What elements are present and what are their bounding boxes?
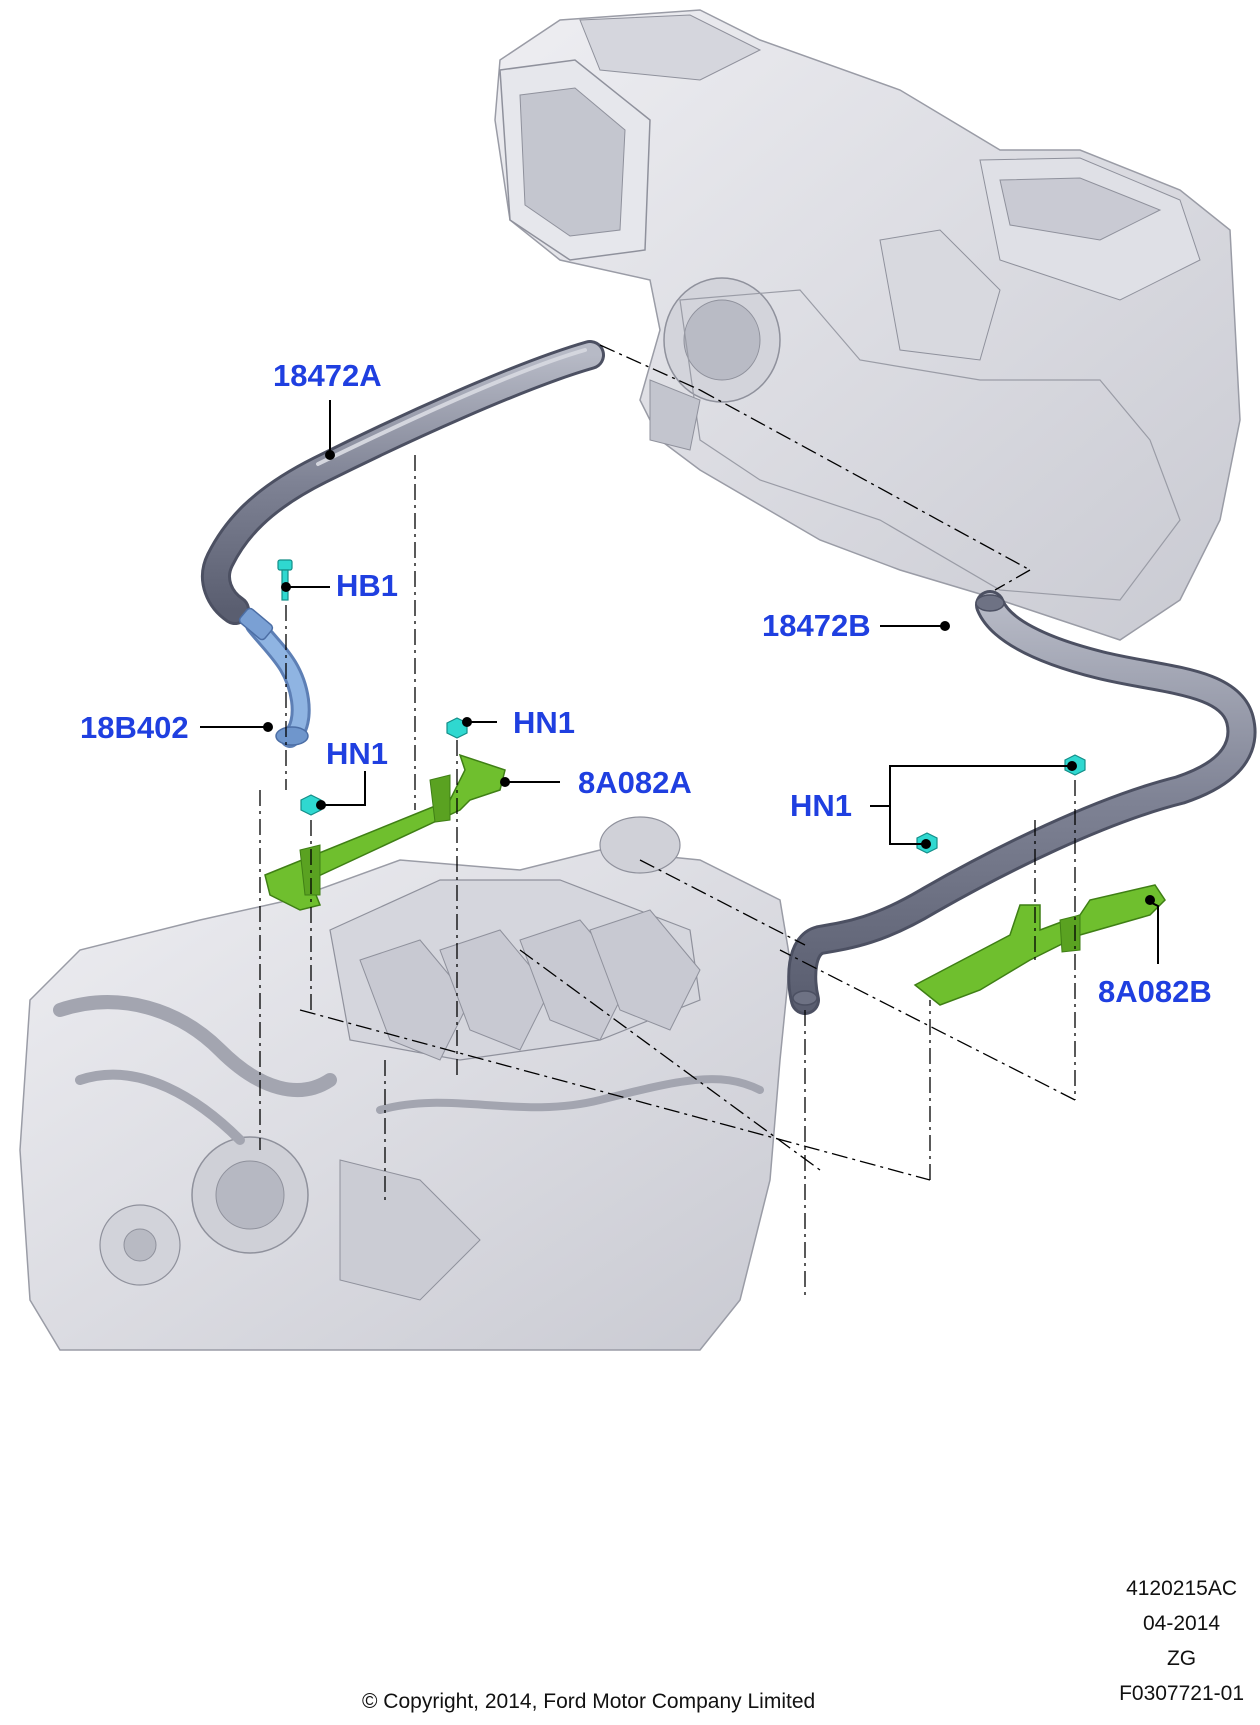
callout-hb1: HB1: [336, 568, 399, 603]
bracket-8a082b: [913, 884, 1166, 1006]
bracket-8a082a: [264, 753, 506, 911]
heater-hose-18472b: [787, 590, 1257, 1015]
revision-date: 04-2014: [1142, 1612, 1221, 1635]
heater-hose-18472a: [201, 340, 605, 625]
callout-8a082b: 8A082B: [1098, 974, 1212, 1009]
figure-id: F0307721-01: [1119, 1682, 1244, 1705]
callout-18472a: 18472A: [273, 358, 382, 393]
region-code: ZG: [1166, 1647, 1197, 1670]
engine-illustration: [19, 816, 791, 1351]
callout-18b402: 18B402: [80, 710, 189, 745]
callout-18472b: 18472B: [762, 608, 871, 643]
hvac-unit-illustration: [494, 9, 1241, 641]
nut-hn1-top: [446, 717, 468, 739]
callout-hn1-top: HN1: [513, 705, 576, 740]
callout-hn1-right: HN1: [790, 788, 853, 823]
callout-8a082a: 8A082A: [578, 765, 692, 800]
bolt-hb1: [277, 559, 293, 601]
figure-metadata: 4120215AC 04-2014 ZG F0307721-01: [1119, 1571, 1244, 1711]
hose-connector-18b402: [238, 607, 311, 748]
callout-hn1-left: HN1: [326, 736, 389, 771]
copyright-notice: © Copyright, 2014, Ford Motor Company Li…: [362, 1690, 816, 1713]
assembly-lines: [259, 344, 1076, 1300]
leader-dots: [263, 450, 1155, 905]
reference-number: 4120215AC: [1126, 1577, 1237, 1600]
